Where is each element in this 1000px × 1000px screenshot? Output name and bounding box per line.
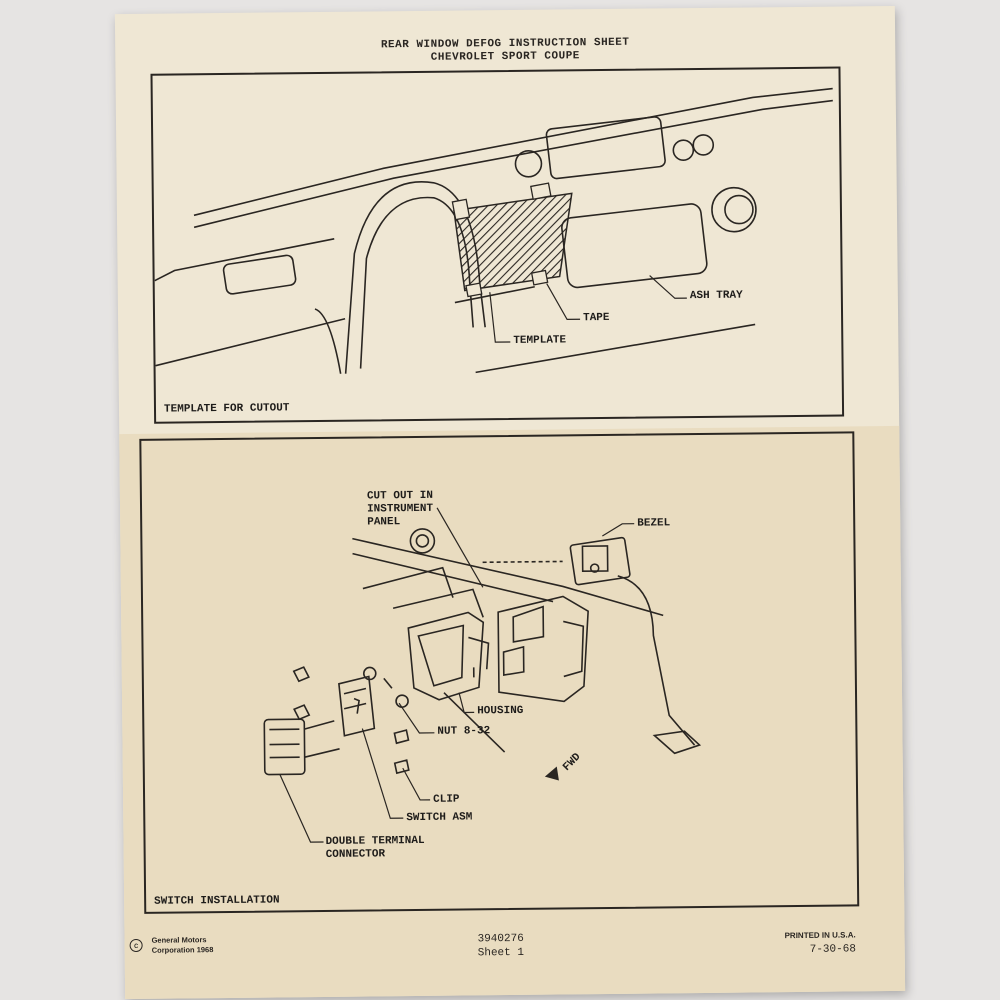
clip-callout: CLIP: [433, 793, 460, 806]
housing-callout: HOUSING: [477, 704, 524, 718]
printed-in-usa: PRINTED IN U.S.A.: [784, 930, 856, 941]
sheet-number: Sheet 1: [477, 946, 524, 960]
template-cutout-figure: ASH TRAY TAPE TEMPLATE TEMPLATE FOR CUTO…: [150, 66, 845, 424]
print-date: 7-30-68: [809, 943, 856, 956]
part-number: 3940276: [477, 932, 524, 946]
nut-callout: NUT 8-32: [437, 725, 491, 738]
dashboard-illustration: [154, 87, 833, 374]
switch-installation-figure: CUT OUT IN INSTRUMENT PANEL BEZEL HOUSIN…: [139, 431, 860, 914]
cut-out-callout-line1: CUT OUT IN: [366, 489, 434, 503]
copyright-icon: c: [129, 938, 143, 953]
company-line1: General Motors: [151, 935, 207, 945]
connector-callout-line1: DOUBLE TERMINAL: [325, 834, 425, 848]
cut-out-callout-line2: INSTRUMENT: [367, 502, 434, 516]
instruction-sheet: REAR WINDOW DEFOG INSTRUCTION SHEET CHEV…: [114, 5, 906, 1000]
switch-installation-caption: SWITCH INSTALLATION: [154, 894, 280, 908]
template-callout: TEMPLATE: [513, 334, 567, 347]
switch-asm-callout: SWITCH ASM: [406, 811, 473, 825]
company-line2: Corporation 1968: [151, 945, 214, 955]
switch-exploded-illustration: [263, 507, 702, 843]
ash-tray-callout: ASH TRAY: [689, 289, 743, 303]
template-caption: TEMPLATE FOR CUTOUT: [163, 402, 290, 416]
template-hatched-area: [453, 192, 573, 292]
cut-out-callout-line3: PANEL: [367, 516, 401, 529]
connector-callout-line2: CONNECTOR: [325, 848, 386, 861]
bezel-callout: BEZEL: [637, 517, 671, 530]
tape-callout: TAPE: [583, 311, 610, 325]
